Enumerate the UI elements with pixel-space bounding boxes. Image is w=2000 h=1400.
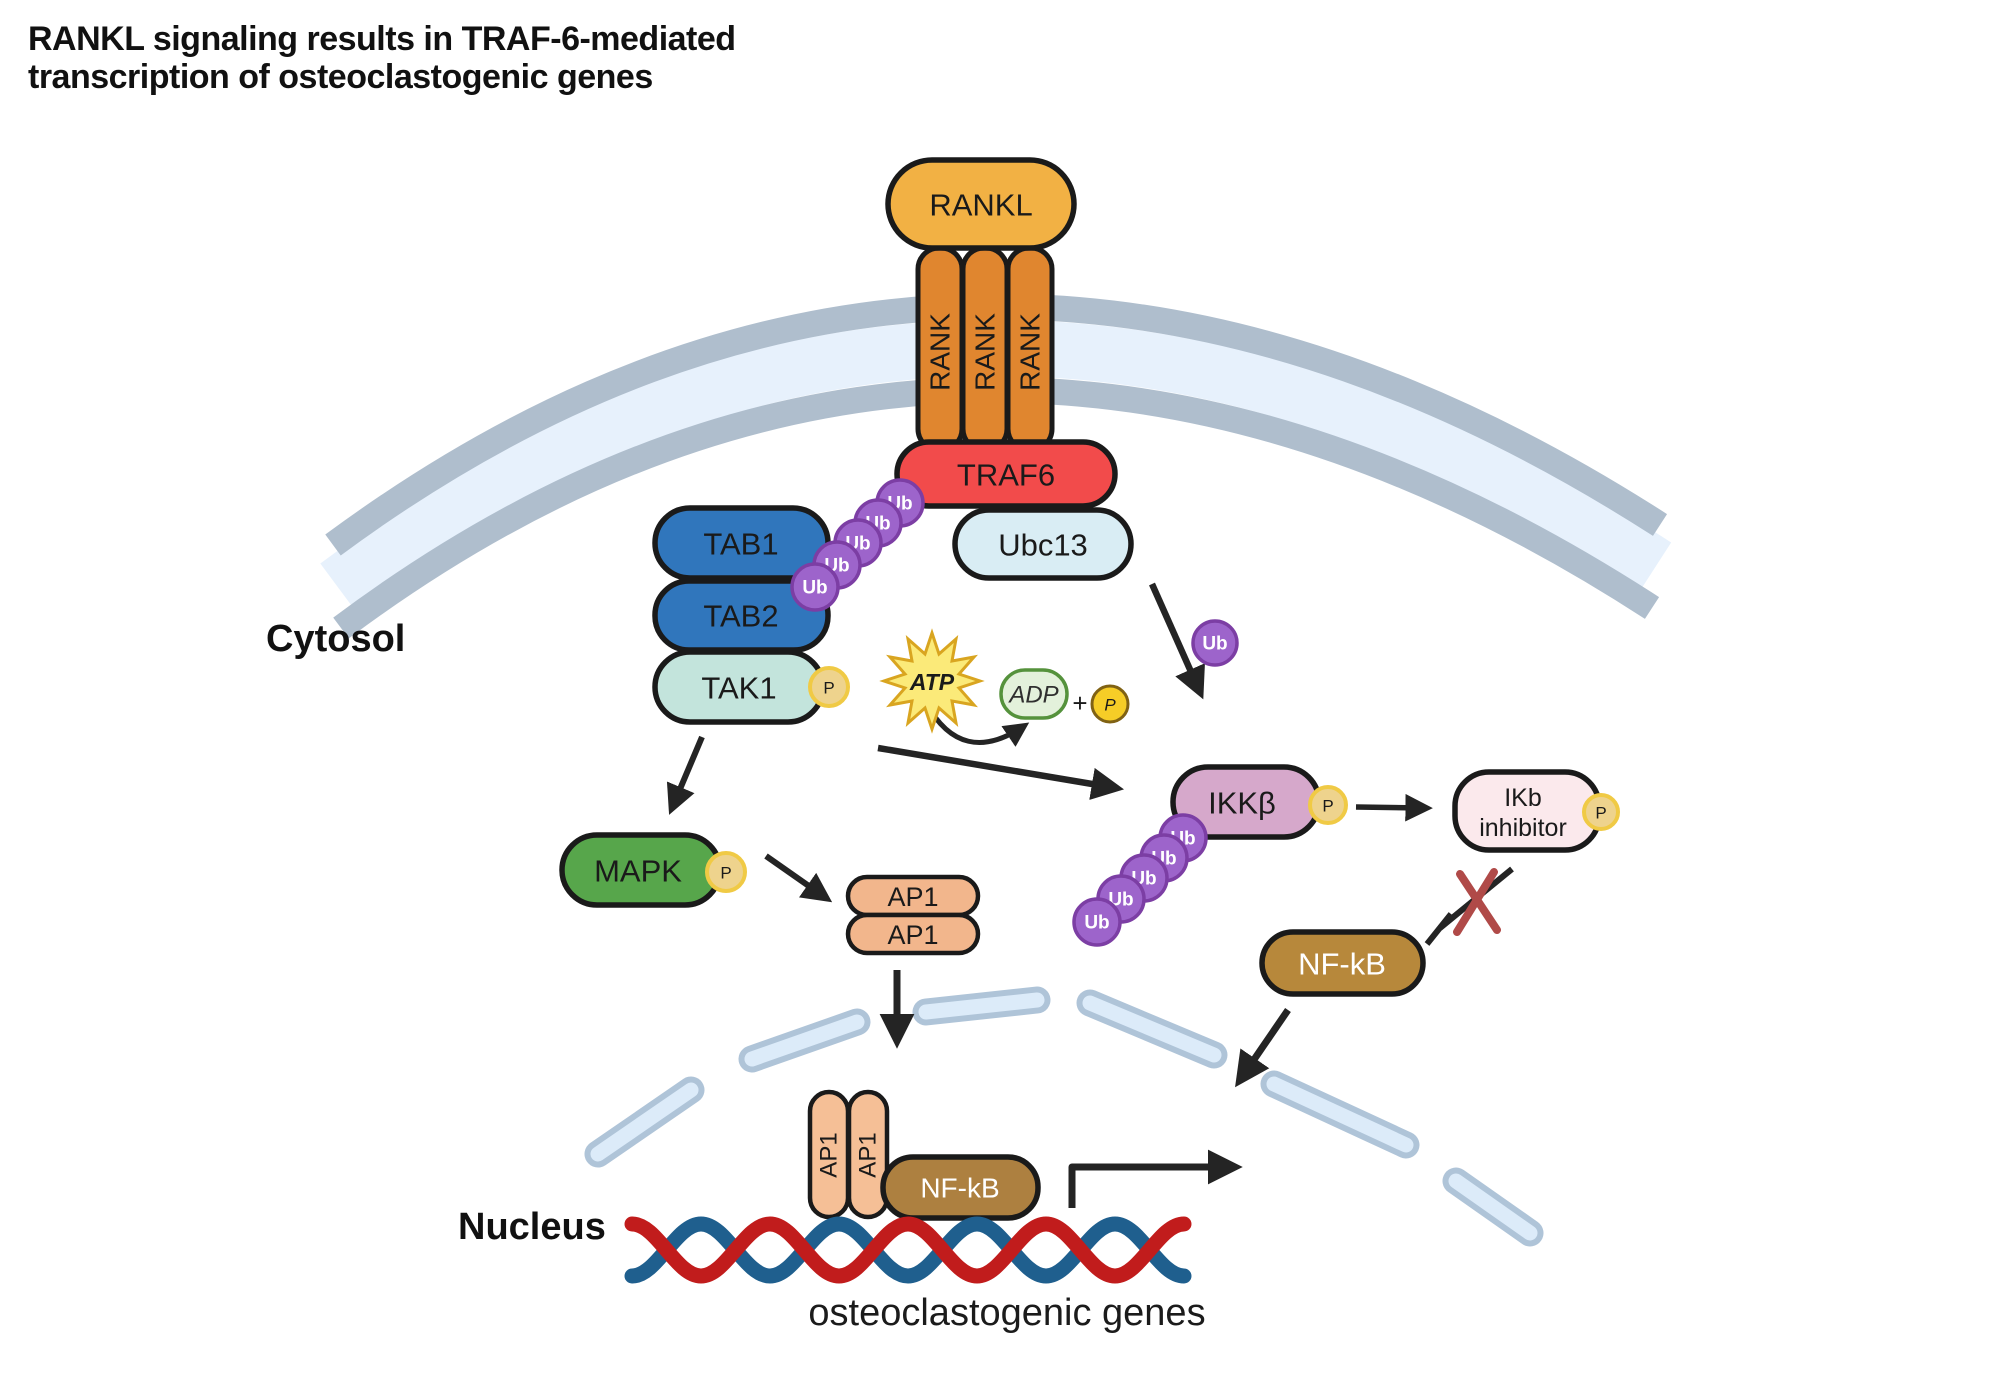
envelope-segment-fill <box>744 1014 865 1067</box>
envelope-segment-fill <box>918 992 1045 1020</box>
rank-receptor-complex: RANK RANK RANK <box>915 245 1055 453</box>
osteoclastogenic-genes-label: osteoclastogenic genes <box>808 1292 1205 1334</box>
ikb-inhibitor-node: IKb inhibitor P <box>1452 769 1620 853</box>
ubiquitin-icon <box>1072 897 1122 947</box>
envelope-segment-fill <box>1448 1173 1538 1241</box>
traf6-label: TRAF6 <box>957 458 1055 493</box>
ap1-label: AP1 <box>887 882 938 912</box>
atp-node: ATP <box>879 628 985 734</box>
ub-chain-ikkb: Ub Ub Ub Ub Ub <box>1072 813 1208 947</box>
phosphate-label: P <box>1322 797 1333 816</box>
ap1-label: AP1 <box>855 1132 882 1177</box>
figure-title-line2: transcription of osteoclastogenic genes <box>28 58 653 96</box>
ap1-dimer-cytosol: AP1 AP1 <box>845 874 981 956</box>
traf6-pill <box>894 439 1118 509</box>
phosphate-badge-icon <box>705 851 747 893</box>
arrow-ikkb-to-ikb <box>1355 793 1433 822</box>
ubc13-label: Ubc13 <box>998 528 1088 563</box>
transcription-complex: AP1 AP1 NF-kB <box>807 1089 1041 1221</box>
phosphate-label: P <box>720 864 731 883</box>
nfkb-node-cytosol: NF-kB <box>1259 929 1426 997</box>
ubiquitin-icon <box>1191 619 1239 667</box>
free-ubiquitin: Ub <box>1191 619 1239 667</box>
nfkb-pill <box>1259 929 1426 997</box>
phosphate-label: P <box>823 679 834 698</box>
cytosol-label: Cytosol <box>266 618 405 660</box>
ap1-label: AP1 <box>816 1132 843 1177</box>
ap1-label: AP1 <box>887 920 938 950</box>
ap1-pill <box>845 912 981 956</box>
ub-label: Ub <box>802 578 827 599</box>
traf6-node: TRAF6 <box>894 439 1118 509</box>
arrow-ubc13-to-ikkb <box>1149 582 1205 700</box>
envelope-segment-fill <box>1266 1076 1414 1153</box>
ikb-inhibitor-label-line1: IKb <box>1504 784 1542 812</box>
plus-sign: + <box>1072 688 1087 718</box>
dna-helix-icon <box>624 1216 1192 1284</box>
blocked-x-icon <box>1453 868 1501 936</box>
figure-title-line1: RANKL signaling results in TRAF-6-mediat… <box>28 20 736 58</box>
nfkb-label: NF-kB <box>1298 947 1386 982</box>
arrow-mapk-to-ap1 <box>764 853 833 903</box>
rank-label: RANK <box>970 313 1001 391</box>
envelope-segment-fill <box>1082 995 1222 1063</box>
nuclear-envelope <box>584 986 1544 1247</box>
nfkb-label: NF-kB <box>920 1173 999 1204</box>
phosphate-badge-icon <box>1582 793 1620 831</box>
inhibition-ikb-nfkb <box>1424 866 1514 946</box>
ikkb-node: IKKβ P <box>1170 764 1348 840</box>
ubiquitin-icon <box>790 562 840 612</box>
arrow-nfkb-to-nucleus <box>1235 1008 1291 1088</box>
rankl-label: RANKL <box>929 188 1032 223</box>
rank-label: RANK <box>1015 313 1046 391</box>
envelope-segment-fill <box>590 1082 699 1162</box>
ubc13-node: Ubc13 <box>952 507 1134 581</box>
ap1-pill-nuclear <box>846 1089 890 1220</box>
ikkb-label: IKKβ <box>1208 786 1276 821</box>
atp-label: ATP <box>909 669 955 695</box>
rank-label: RANK <box>925 313 956 391</box>
nucleus-label: Nucleus <box>458 1206 606 1248</box>
adp-label: ADP <box>1007 682 1058 709</box>
dna-strand-blue <box>624 1216 1192 1284</box>
inhibition-tbar <box>1424 912 1454 946</box>
adp-pill <box>999 668 1069 720</box>
tak1-label: TAK1 <box>701 671 776 706</box>
phosphate-label: P <box>1104 696 1116 715</box>
rankl-node: RANKL <box>885 157 1077 251</box>
arrow-tak1-to-ikkb <box>877 744 1125 800</box>
arrow-transcription <box>1068 1149 1243 1208</box>
adp-phosphate-product: ADP + P <box>999 668 1130 724</box>
rankl-pill <box>885 157 1077 251</box>
phosphate-badge-icon <box>1308 785 1348 825</box>
tab1-label: TAB1 <box>703 527 778 562</box>
mapk-node: MAPK P <box>559 832 747 908</box>
nfkb-pill-nuclear <box>880 1154 1041 1221</box>
ikb-inhibitor-label-line2: inhibitor <box>1479 814 1567 842</box>
ub-label: Ub <box>1202 634 1227 655</box>
ubc13-pill <box>952 507 1134 581</box>
phosphate-label: P <box>1595 804 1606 823</box>
ub-label: Ub <box>1084 913 1109 934</box>
arrows <box>666 582 1433 1208</box>
phosphate-badge-icon <box>808 666 850 708</box>
mapk-label: MAPK <box>594 854 682 889</box>
tab-tak-complex: TAB1 TAB2 TAK1 P <box>652 505 850 725</box>
atp-burst-icon <box>879 628 985 734</box>
arrow-tak1-to-mapk <box>666 735 705 815</box>
tab2-label: TAB2 <box>703 599 778 634</box>
dna-strand-red <box>624 1216 1192 1284</box>
ub-chain-traf6: Ub Ub Ub Ub Ub <box>790 478 925 612</box>
free-phosphate-icon <box>1090 684 1130 724</box>
